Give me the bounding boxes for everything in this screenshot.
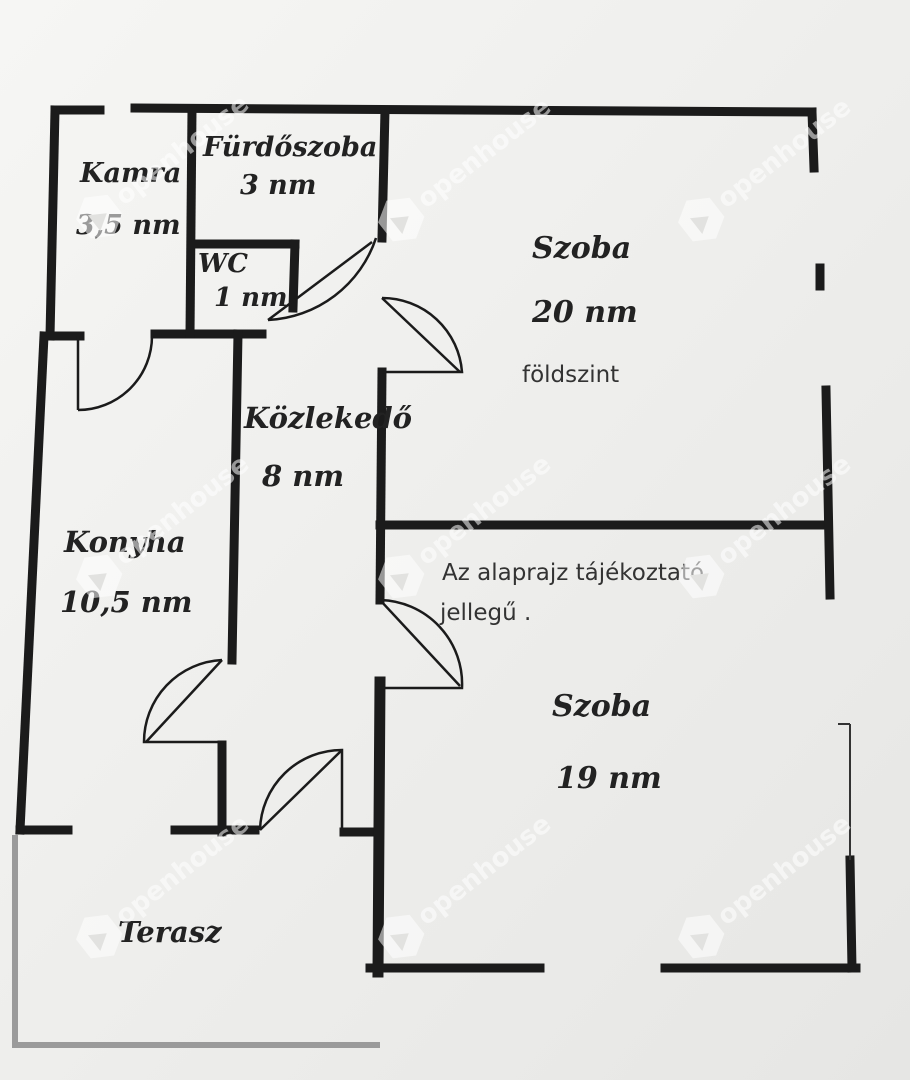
room-szoba-top: Szoba 20 nm földszint	[522, 231, 638, 388]
room-area: 3 nm	[240, 170, 316, 201]
disclaimer-line-2: jellegű .	[439, 600, 531, 626]
room-name: WC	[198, 249, 248, 279]
room-wc: WC 1 nm	[198, 249, 288, 313]
room-area: 19 nm	[556, 761, 662, 796]
room-area: 20 nm	[531, 295, 638, 330]
room-area: 1 nm	[214, 283, 288, 313]
room-name: Közlekedő	[243, 401, 412, 435]
room-kozlekedo: Közlekedő 8 nm	[243, 401, 412, 493]
room-name: Fürdőszoba	[202, 132, 377, 163]
room-name: Szoba	[552, 689, 651, 724]
room-area: 10,5 nm	[60, 585, 193, 619]
room-name: Szoba	[532, 231, 631, 266]
room-area: 8 nm	[261, 459, 344, 493]
disclaimer-note: Az alaprajz tájékoztató jellegű .	[439, 560, 704, 626]
terrace-outline	[12, 835, 380, 1048]
disclaimer-line-1: Az alaprajz tájékoztató	[442, 560, 704, 586]
level-note: földszint	[522, 362, 619, 388]
room-furdoszoba: Fürdőszoba 3 nm	[202, 132, 377, 201]
room-szoba-bottom: Szoba 19 nm	[552, 689, 662, 796]
door-swings	[76, 237, 464, 832]
